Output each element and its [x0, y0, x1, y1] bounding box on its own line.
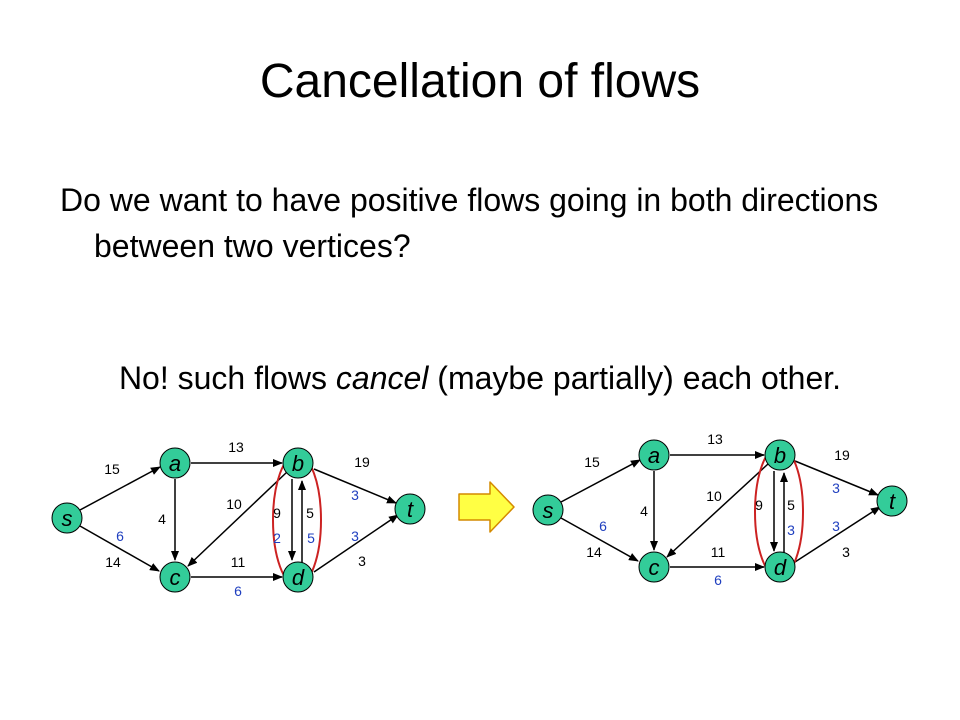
answer-text: No! such flows cancel (maybe partially) …	[56, 355, 904, 401]
edge-s-c	[79, 525, 160, 572]
slide-title: Cancellation of flows	[259, 55, 701, 108]
edge-b-c	[187, 471, 288, 567]
flow-c-d: 6	[714, 572, 722, 588]
capacity-s-a: 15	[104, 461, 120, 477]
capacity-d-t: 3	[358, 553, 366, 569]
right-arrow-icon	[458, 481, 515, 533]
capacity-a-b: 13	[228, 439, 244, 455]
graph-left: s a b c d t 15 14 13 4 10 9 5 11 19 3 6 …	[51, 439, 426, 599]
edge-b-c	[666, 463, 769, 558]
capacity-d-b: 5	[306, 505, 314, 521]
flow-c-d: 6	[234, 583, 242, 599]
capacity-b-c: 10	[226, 496, 242, 512]
node-t: t	[876, 485, 908, 517]
node-c-label: c	[649, 555, 660, 580]
node-a: a	[638, 439, 670, 471]
capacity-a-b: 13	[707, 431, 723, 447]
answer-text-end: (maybe partially) each other.	[428, 360, 842, 396]
flow-s-c: 6	[116, 528, 124, 544]
node-c-label: c	[170, 565, 181, 590]
node-c: c	[638, 551, 670, 583]
flow-d-t: 3	[351, 528, 359, 544]
node-d-label: d	[292, 565, 305, 590]
node-t-label: t	[889, 489, 896, 514]
edge-s-a	[560, 459, 641, 503]
flow-d-b: 5	[307, 530, 315, 546]
edge-d-t	[794, 506, 881, 563]
flow-b-d: 2	[273, 530, 281, 546]
capacity-s-a: 15	[584, 454, 600, 470]
node-c: c	[159, 561, 191, 593]
node-b: b	[764, 439, 796, 471]
flow-b-t: 3	[351, 487, 359, 503]
capacity-s-c: 14	[105, 554, 121, 570]
edge-d-t	[313, 514, 399, 573]
node-a: a	[159, 447, 191, 479]
edge-b-t	[313, 468, 397, 504]
node-d-label: d	[774, 555, 787, 580]
flow-s-c: 6	[599, 518, 607, 534]
node-t: t	[394, 493, 426, 525]
node-s-label: s	[62, 506, 73, 531]
capacity-b-d: 9	[755, 497, 763, 513]
question-text: Do we want to have positive flows going …	[60, 182, 879, 264]
node-a-label: a	[648, 443, 660, 468]
node-b: b	[282, 447, 314, 479]
answer-emphasis: cancel	[335, 360, 429, 396]
capacity-c-d: 11	[711, 544, 726, 560]
capacity-c-d: 11	[231, 554, 246, 570]
node-a-label: a	[169, 451, 181, 476]
node-b-label: b	[292, 451, 304, 476]
edge-s-c	[560, 517, 639, 562]
flow-d-b: 3	[787, 522, 795, 538]
node-t-label: t	[407, 497, 414, 522]
node-b-label: b	[774, 443, 786, 468]
capacity-b-t: 19	[834, 447, 850, 463]
edge-b-t	[794, 460, 879, 496]
capacity-d-t: 3	[842, 544, 850, 560]
node-s: s	[51, 502, 83, 534]
capacity-s-c: 14	[586, 544, 602, 560]
node-d: d	[282, 561, 314, 593]
capacity-d-b: 5	[787, 497, 795, 513]
node-s: s	[532, 494, 564, 526]
flow-d-t: 3	[832, 518, 840, 534]
capacity-a-c: 4	[158, 511, 166, 527]
flow-b-t: 3	[832, 480, 840, 496]
node-d: d	[764, 551, 796, 583]
graph-right: s a b c d t 15 14 13 4 10 9 5 11 19 3 6 …	[532, 431, 908, 588]
capacity-b-d: 9	[273, 505, 281, 521]
capacity-b-t: 19	[354, 454, 370, 470]
capacity-a-c: 4	[640, 503, 648, 519]
capacity-b-c: 10	[706, 488, 722, 504]
answer-text-start: No! such flows	[118, 360, 336, 396]
node-s-label: s	[543, 498, 554, 523]
edge-s-a	[79, 466, 161, 511]
